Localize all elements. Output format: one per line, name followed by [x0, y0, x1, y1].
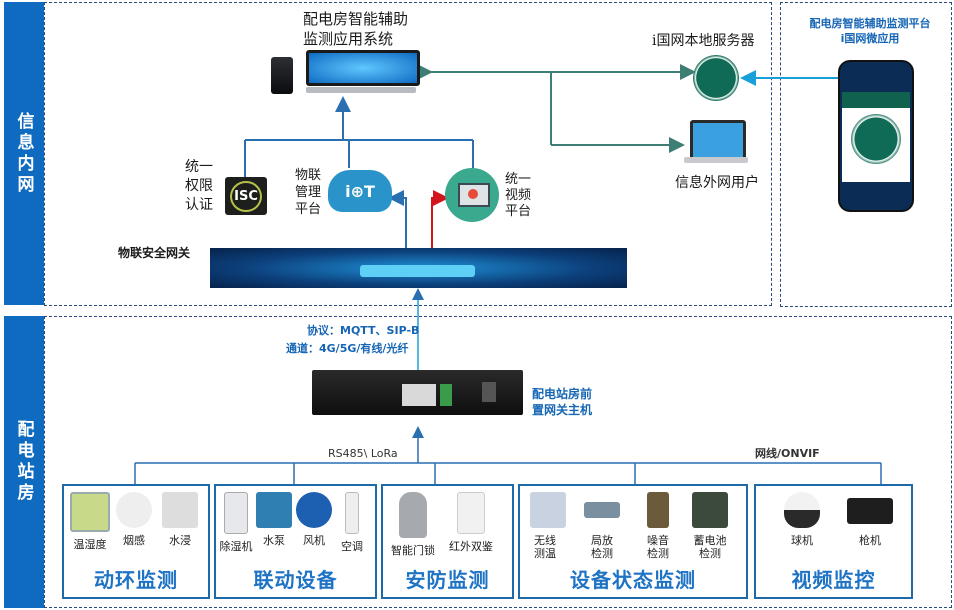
substation-zone-label: 配电站房 — [13, 420, 34, 504]
rs485-lora-label: RS485\ LoRa — [328, 447, 398, 460]
ethernet-onvif-label: 网线/ONVIF — [755, 447, 820, 460]
play-icon — [468, 189, 478, 199]
device-battery: 蓄电池 检测 — [684, 492, 736, 560]
device-temp-humidity: 温湿度 — [64, 492, 116, 551]
water-sensor-icon — [162, 492, 198, 528]
pump-icon — [256, 492, 292, 528]
infrared-sensor-icon — [457, 492, 485, 534]
noise-sensor-icon — [647, 492, 669, 528]
bullet-camera-icon — [847, 498, 893, 524]
device-fan: 风机 — [288, 492, 340, 547]
video-platform-icon — [445, 168, 499, 222]
isc-logo-icon: ISC — [225, 177, 267, 215]
substation-zone-frame — [44, 316, 952, 608]
protocol-label: 协议：MQTT、SIP-B — [307, 324, 420, 337]
category-title: 联动设备 — [253, 568, 338, 592]
substation-zone-band: 配电站房 — [4, 316, 44, 608]
channel-label: 通道：4G/5G/有线/光纤 — [286, 342, 409, 355]
iot-cloud-icon: i⊕T — [328, 170, 392, 212]
category-linkage: 除湿机 水泵 风机 空调 联动设备 — [214, 484, 377, 599]
padlock-icon — [399, 492, 427, 538]
video-platform-label: 统一 视频 平台 — [505, 172, 532, 219]
device-smoke: 烟感 — [108, 492, 160, 547]
device-bullet-camera: 枪机 — [844, 492, 896, 547]
discharge-detector-icon — [584, 502, 620, 518]
keyboard-icon — [306, 87, 416, 93]
intranet-zone-frame — [44, 2, 772, 306]
line-gateway-iot — [388, 190, 407, 248]
lock-icon — [360, 265, 475, 277]
thermometer-icon — [70, 492, 110, 532]
battery-icon — [692, 492, 728, 528]
mobile-zone-frame — [780, 2, 952, 307]
device-water: 水浸 — [154, 492, 206, 547]
category-security: 智能门锁 红外双鉴 安防监测 — [381, 484, 514, 599]
device-dehumidifier: 除湿机 — [210, 492, 262, 553]
gateway-host-device — [312, 370, 523, 415]
security-gateway-banner — [210, 248, 627, 288]
device-noise: 噪音 检测 — [632, 492, 684, 560]
mobile-title: 配电房智能辅助监测平台 i国网微应用 — [809, 17, 931, 45]
category-equipment-status: 无线 测温 局放 检测 噪音 检测 蓄电池 检测 设备状态监测 — [518, 484, 748, 599]
dehumidifier-icon — [224, 492, 248, 534]
gateway-host-label: 配电站房前 置网关主机 — [532, 387, 593, 417]
power-socket-icon — [482, 382, 496, 402]
laptop-base-icon — [684, 157, 748, 163]
pc-tower-icon — [271, 57, 293, 94]
intranet-zone-band: 信息内网 — [4, 2, 44, 305]
device-dome-camera: 球机 — [776, 492, 828, 547]
wireless-sensor-icon — [530, 492, 566, 528]
device-wireless-temp: 无线 测温 — [522, 492, 574, 560]
device-smart-lock: 智能门锁 — [387, 492, 439, 557]
category-environment: 温湿度 烟感 水浸 动环监测 — [62, 484, 210, 599]
unified-auth-label: 统一 权限 认证 — [185, 159, 213, 213]
device-ac: 空调 — [326, 492, 378, 553]
intranet-zone-label: 信息内网 — [13, 111, 34, 196]
state-grid-logo-icon — [693, 55, 739, 101]
ethernet-ports-icon — [402, 384, 436, 406]
category-title: 视频监控 — [791, 568, 876, 592]
category-video: 球机 枪机 视频监控 — [754, 484, 913, 599]
iot-platform-label: 物联 管理 平台 — [295, 168, 322, 217]
line-gateway-video — [431, 190, 449, 248]
device-partial-discharge: 局放 检测 — [576, 492, 628, 560]
air-conditioner-icon — [345, 492, 359, 534]
category-title: 安防监测 — [405, 568, 490, 592]
dome-camera-icon — [784, 492, 820, 528]
local-server-label: i国网本地服务器 — [652, 33, 755, 49]
fan-icon — [296, 492, 332, 528]
category-title: 设备状态监测 — [570, 568, 696, 592]
state-grid-app-logo-icon — [851, 114, 901, 164]
system-title: 配电房智能辅助 监测应用系统 — [303, 10, 409, 48]
mobile-phone-icon — [838, 60, 914, 212]
monitor-icon — [306, 50, 420, 86]
category-title: 动环监测 — [94, 568, 178, 592]
laptop-icon — [690, 120, 746, 160]
device-infrared: 红外双鉴 — [445, 492, 497, 553]
smoke-detector-icon — [116, 492, 152, 528]
gateway-label: 物联安全网关 — [118, 246, 191, 260]
external-user-label: 信息外网用户 — [675, 175, 759, 191]
device-pump: 水泵 — [248, 492, 300, 547]
